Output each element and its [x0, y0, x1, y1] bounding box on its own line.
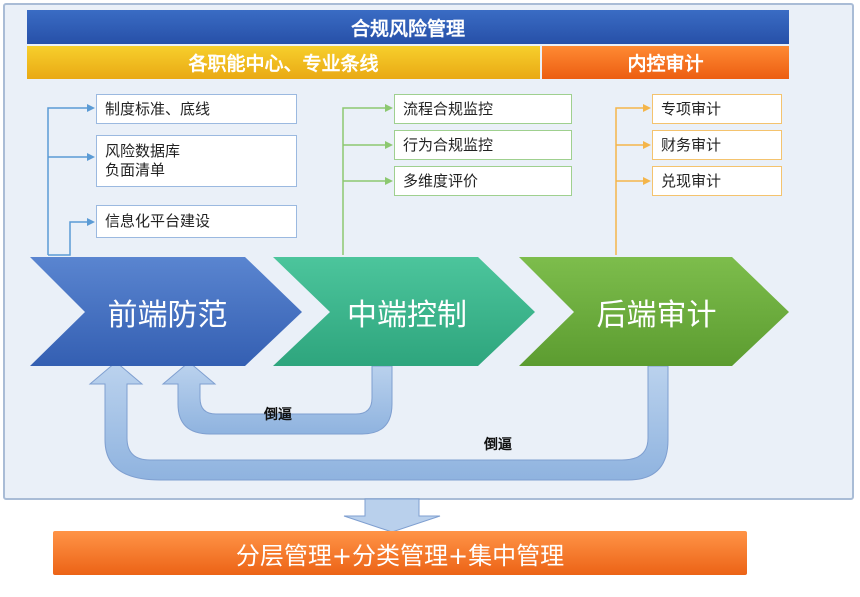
middle-item-multi-evaluation: 多维度评价: [394, 166, 572, 196]
back-item-financial-audit: 财务审计: [652, 130, 782, 160]
middle-item-process-monitoring: 流程合规监控: [394, 94, 572, 124]
back-arrowheads: [643, 104, 651, 185]
front-item-it-platform: 信息化平台建设: [96, 205, 297, 238]
front-connectors: [47, 107, 92, 256]
front-item-standards: 制度标准、底线: [96, 94, 297, 124]
inner-feedback-label: 倒逼: [264, 407, 292, 423]
front-arrowheads: [87, 104, 95, 226]
footer-summary: 分层管理+分类管理+集中管理: [53, 531, 747, 575]
back-chevron-label: 后端审计: [596, 298, 717, 333]
outer-feedback-label: 倒逼: [484, 437, 512, 453]
front-item-risk-database: 风险数据库 负面清单: [96, 135, 297, 187]
front-chevron-label: 前端防范: [107, 298, 228, 333]
middle-connectors: [342, 107, 390, 255]
middle-arrowheads: [385, 104, 393, 185]
middle-item-behavior-monitoring: 行为合规监控: [394, 130, 572, 160]
inner-feedback-arrow: [161, 361, 393, 435]
main-frame: [3, 3, 854, 500]
back-item-special-audit: 专项审计: [652, 94, 782, 124]
down-arrow: [343, 498, 441, 533]
back-chevron: [519, 257, 789, 366]
back-item-fulfillment-audit: 兑现审计: [652, 166, 782, 196]
outer-feedback-arrow: [88, 361, 669, 481]
front-chevron: [30, 257, 302, 366]
back-connectors: [615, 107, 648, 255]
functional-centers-band: 各职能中心、专业条线: [27, 46, 540, 79]
middle-chevron: [273, 257, 535, 366]
middle-chevron-label: 中端控制: [347, 298, 467, 333]
header-title: 合规风险管理: [27, 10, 789, 44]
internal-audit-band: 内控审计: [542, 46, 789, 79]
